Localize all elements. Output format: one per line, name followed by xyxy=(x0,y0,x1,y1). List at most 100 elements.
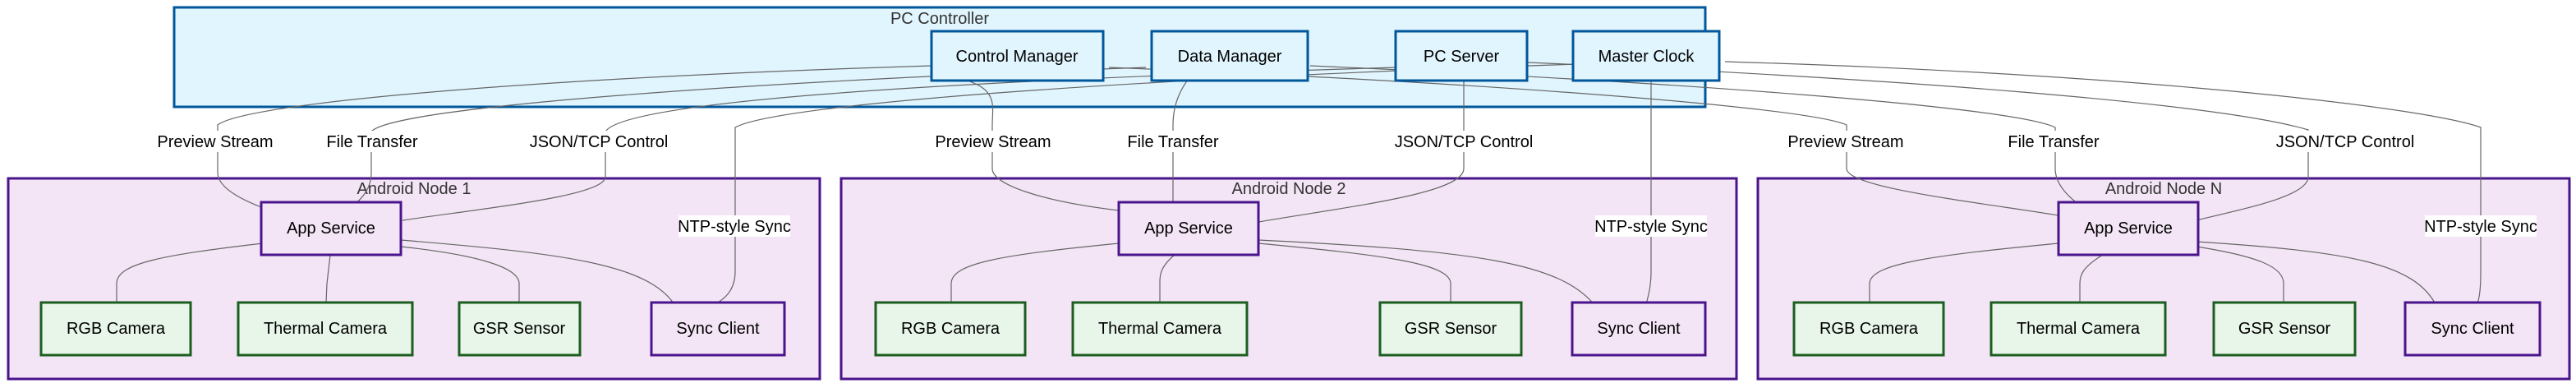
edge-label-sync-node-n: NTP-style Sync xyxy=(2424,218,2537,236)
edge-preview-node-2 xyxy=(934,73,1120,211)
pc-nodes: Control Manager Data Manager PC Server M… xyxy=(930,30,1721,82)
android-node-1-nodes: App Service RGB Camera Thermal Camera GS… xyxy=(39,201,786,357)
label-bg xyxy=(1595,215,1707,237)
edge-appn-sync xyxy=(2196,241,2437,307)
control-manager-node[interactable]: Control Manager xyxy=(930,30,1105,82)
edge-file-node-2 xyxy=(1172,75,1192,206)
edge-app2-thermal xyxy=(1159,254,1175,303)
gsr-sensor-box xyxy=(2212,301,2357,357)
edge-label-preview-node-2: Preview Stream xyxy=(935,133,1051,151)
label-bg xyxy=(1396,131,1532,152)
rgb-camera-node[interactable]: RGB Camera xyxy=(39,301,192,357)
app-service-label: App Service xyxy=(2084,219,2173,238)
label-bg xyxy=(531,131,667,152)
thermal-camera-label: Thermal Camera xyxy=(2017,320,2141,338)
gsr-sensor-box xyxy=(1378,301,1523,357)
edge-control-node-n xyxy=(1527,62,2309,221)
app-service-box xyxy=(2057,201,2200,256)
app-service-node[interactable]: App Service xyxy=(260,201,402,256)
android-node-1-title: Android Node 1 xyxy=(357,180,472,198)
master-clock-box xyxy=(1571,30,1721,82)
gsr-sensor-node[interactable]: GSR Sensor xyxy=(1378,301,1523,357)
label-bg xyxy=(2006,131,2101,152)
rgb-camera-box xyxy=(874,301,1027,357)
edge-app1-sync xyxy=(400,239,676,307)
label-bg xyxy=(678,215,790,237)
app-service-box xyxy=(260,201,402,256)
control-manager-label: Control Manager xyxy=(956,48,1079,66)
edge-file-node-1 xyxy=(352,67,1147,206)
edge-file-node-n xyxy=(1309,65,2084,208)
sync-client-node[interactable]: Sync Client xyxy=(1571,301,1707,357)
app-service-box xyxy=(1117,201,1260,256)
app-service-node[interactable]: App Service xyxy=(2057,201,2200,256)
thermal-camera-box xyxy=(1990,301,2167,357)
edge-preview-node-n xyxy=(1108,67,2059,216)
edge-app1-rgb xyxy=(116,242,264,303)
label-bg xyxy=(2277,131,2413,152)
rgb-camera-label: RGB Camera xyxy=(1819,320,1919,338)
android-node-n-nodes: App Service RGB Camera Thermal Camera GS… xyxy=(1792,201,2542,357)
edge-label-control-node-2: JSON/TCP Control xyxy=(1395,133,1534,151)
android-node-n-title: Android Node N xyxy=(2105,180,2222,198)
gsr-sensor-box xyxy=(458,301,582,357)
thermal-camera-node[interactable]: Thermal Camera xyxy=(237,301,414,357)
data-manager-node[interactable]: Data Manager xyxy=(1150,30,1309,82)
pc-server-node[interactable]: PC Server xyxy=(1394,30,1529,82)
rgb-camera-node[interactable]: RGB Camera xyxy=(874,301,1027,357)
edge-label-sync-node-1: NTP-style Sync xyxy=(678,218,791,236)
thermal-camera-label: Thermal Camera xyxy=(1098,320,1222,338)
data-manager-box xyxy=(1150,30,1309,82)
edge-app2-sync xyxy=(1258,239,1596,307)
thermal-camera-box xyxy=(1071,301,1249,357)
master-clock-node[interactable]: Master Clock xyxy=(1571,30,1721,82)
pc-server-box xyxy=(1394,30,1529,82)
gsr-sensor-label: GSR Sensor xyxy=(2238,320,2331,338)
android-node-2-nodes: App Service RGB Camera Thermal Camera GS… xyxy=(874,201,1707,357)
edge-label-file-node-1: File Transfer xyxy=(326,133,417,151)
edge-appn-gsr xyxy=(2196,246,2284,303)
app-service-label: App Service xyxy=(1144,219,1233,238)
app-service-label: App Service xyxy=(287,219,375,238)
thermal-camera-node[interactable]: Thermal Camera xyxy=(1071,301,1249,357)
label-bg xyxy=(2425,215,2537,237)
label-bg xyxy=(154,131,277,152)
edge-label-sync-node-2: NTP-style Sync xyxy=(1594,218,1708,236)
edge-label-preview-node-1: Preview Stream xyxy=(157,133,273,151)
label-bg xyxy=(1125,131,1221,152)
master-clock-label: Master Clock xyxy=(1598,48,1695,66)
app-service-node[interactable]: App Service xyxy=(1117,201,1260,256)
sync-client-label: Sync Client xyxy=(2431,320,2514,338)
sync-client-node[interactable]: Sync Client xyxy=(2404,301,2542,357)
edge-app1-thermal xyxy=(325,254,331,303)
thermal-camera-node[interactable]: Thermal Camera xyxy=(1990,301,2167,357)
sync-client-label: Sync Client xyxy=(1597,320,1681,338)
label-bg xyxy=(1784,131,1907,152)
edge-control-node-2 xyxy=(1258,72,1465,223)
edge-label-control-node-1: JSON/TCP Control xyxy=(530,133,669,151)
rgb-camera-label: RGB Camera xyxy=(67,320,166,338)
sync-client-node[interactable]: Sync Client xyxy=(650,301,786,357)
pc-controller-title: PC Controller xyxy=(890,10,989,28)
gsr-sensor-node[interactable]: GSR Sensor xyxy=(458,301,582,357)
edge-preview-node-1 xyxy=(217,65,932,208)
sync-client-box xyxy=(1571,301,1707,357)
edge-label-file-node-2: File Transfer xyxy=(1127,133,1218,151)
gsr-sensor-node[interactable]: GSR Sensor xyxy=(2212,301,2357,357)
pc-server-label: PC Server xyxy=(1424,48,1500,66)
thermal-camera-box xyxy=(237,301,414,357)
data-manager-label: Data Manager xyxy=(1178,48,1282,66)
label-bg xyxy=(932,131,1055,152)
edge-label-file-node-n: File Transfer xyxy=(2008,133,2099,151)
gsr-sensor-label: GSR Sensor xyxy=(1405,320,1497,338)
sync-client-box xyxy=(650,301,786,357)
control-manager-box xyxy=(930,30,1105,82)
rgb-camera-box xyxy=(1792,301,1945,357)
rgb-camera-label: RGB Camera xyxy=(901,320,1000,338)
edge-sync-node-n xyxy=(1724,61,2482,305)
rgb-camera-node[interactable]: RGB Camera xyxy=(1792,301,1945,357)
label-bg xyxy=(324,131,420,152)
edge-app2-rgb xyxy=(950,242,1120,303)
edge-label-control-node-n: JSON/TCP Control xyxy=(2276,133,2415,151)
